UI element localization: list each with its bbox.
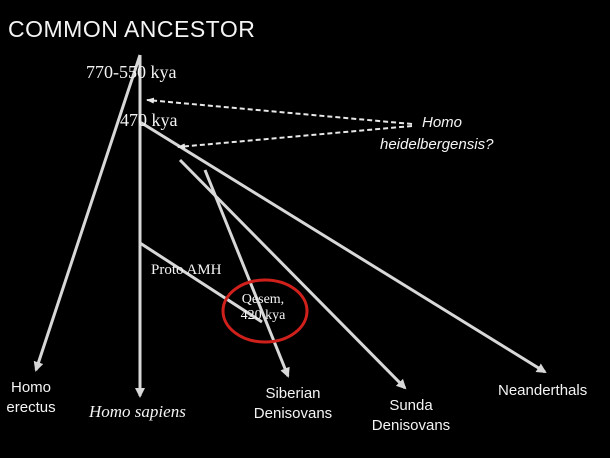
siberian-line2: Denisovans (253, 405, 333, 422)
split-770-550: 770-550 kya (86, 62, 177, 82)
branch-proto-amh (139, 241, 263, 324)
qesem-date: 420 kya (240, 308, 286, 323)
leaf-siberian-denisovans: Siberian Denisovans (248, 384, 338, 424)
heidelbergensis-line1: Homo (422, 114, 463, 131)
qesem-highlight-circle (221, 278, 309, 344)
heidelbergensis-line2: heidelbergensis? (380, 136, 494, 153)
proto-amh-label: Proto AMH (151, 262, 222, 278)
leaf-sapiens: Homo sapiens (89, 402, 186, 421)
leaf-erectus: Homo erectus (0, 378, 62, 418)
leaf-neanderthals: Neanderthals (498, 382, 588, 399)
qesem-label: Qesem, 420 kya (228, 292, 298, 324)
dashed-arrow-upper (146, 97, 413, 125)
sunda-line2: Denisovans (371, 417, 451, 434)
siberian-line1: Siberian (265, 385, 321, 402)
dashed-arrow-lower (177, 125, 413, 150)
title: COMMON ANCESTOR (8, 16, 256, 42)
erectus-line1: Homo (10, 379, 51, 396)
split-470: 470 kya (120, 110, 178, 130)
branch-neanderthals (139, 120, 547, 374)
branch-erectus (33, 54, 142, 372)
erectus-line2: erectus (6, 399, 56, 416)
qesem-name: Qesem, (241, 292, 285, 307)
leaf-sunda-denisovans: Sunda Denisovans (366, 396, 456, 436)
sunda-line1: Sunda (389, 397, 433, 414)
